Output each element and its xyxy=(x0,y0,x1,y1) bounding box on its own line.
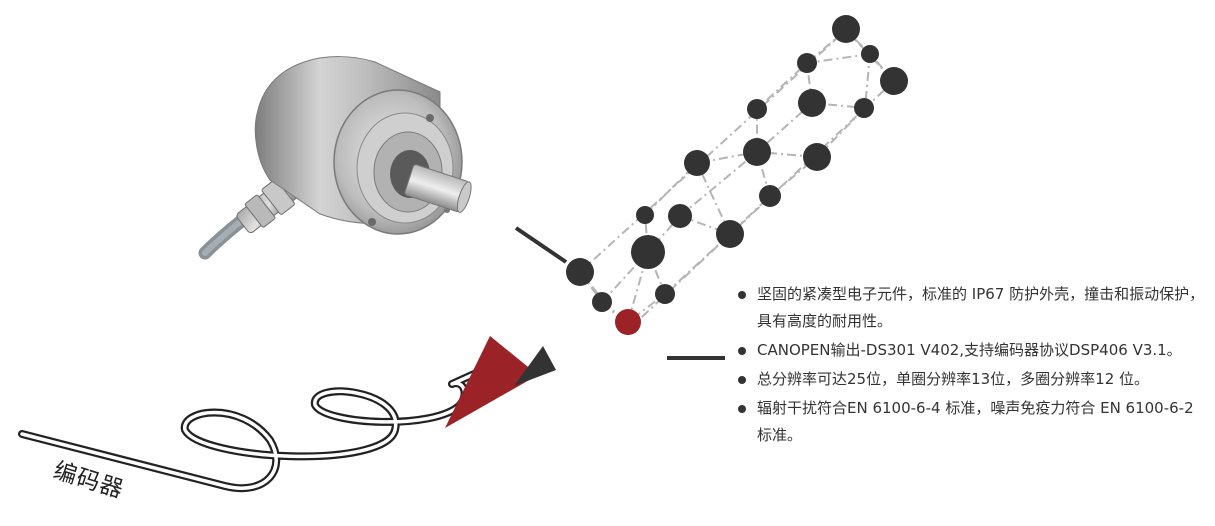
network-node xyxy=(716,220,744,248)
encoder-image xyxy=(198,56,472,260)
network-node-accent xyxy=(615,309,641,335)
network-node xyxy=(668,204,692,228)
network-nodes xyxy=(566,15,908,335)
network-node xyxy=(566,258,594,286)
network-node xyxy=(592,292,612,312)
network-node xyxy=(655,284,675,304)
network-node xyxy=(798,89,826,117)
feature-item: 总分辨率可达25位，单圈分辨率13位，多圈分辨率12 位。 xyxy=(736,366,1208,393)
signal-wave xyxy=(18,356,509,493)
network-node xyxy=(759,185,781,207)
network-node xyxy=(861,45,879,63)
network-node xyxy=(854,98,874,118)
network-node xyxy=(880,67,908,95)
feature-item: CANOPEN输出-DS301 V402,支持编码器协议DSP406 V3.1。 xyxy=(736,337,1208,364)
network-node xyxy=(631,235,665,269)
network-node xyxy=(803,143,831,171)
network-node xyxy=(684,150,710,176)
network-node xyxy=(743,138,771,166)
feature-list: 坚固的紧凑型电子元件，标准的 IP67 防护外壳，撞击和振动保护，具有高度的耐用… xyxy=(736,281,1208,451)
feature-item: 坚固的紧凑型电子元件，标准的 IP67 防护外壳，撞击和振动保护，具有高度的耐用… xyxy=(736,281,1208,335)
network-node xyxy=(832,15,860,43)
red-triangle xyxy=(445,336,538,428)
network-node xyxy=(797,53,817,73)
dark-triangle xyxy=(514,346,556,386)
feature-item: 辐射干扰符合EN 6100-6-4 标准，噪声免疫力符合 EN 6100-6-2… xyxy=(736,395,1208,449)
network-node xyxy=(747,99,767,119)
network-node xyxy=(636,206,654,224)
accent-line xyxy=(514,226,568,264)
